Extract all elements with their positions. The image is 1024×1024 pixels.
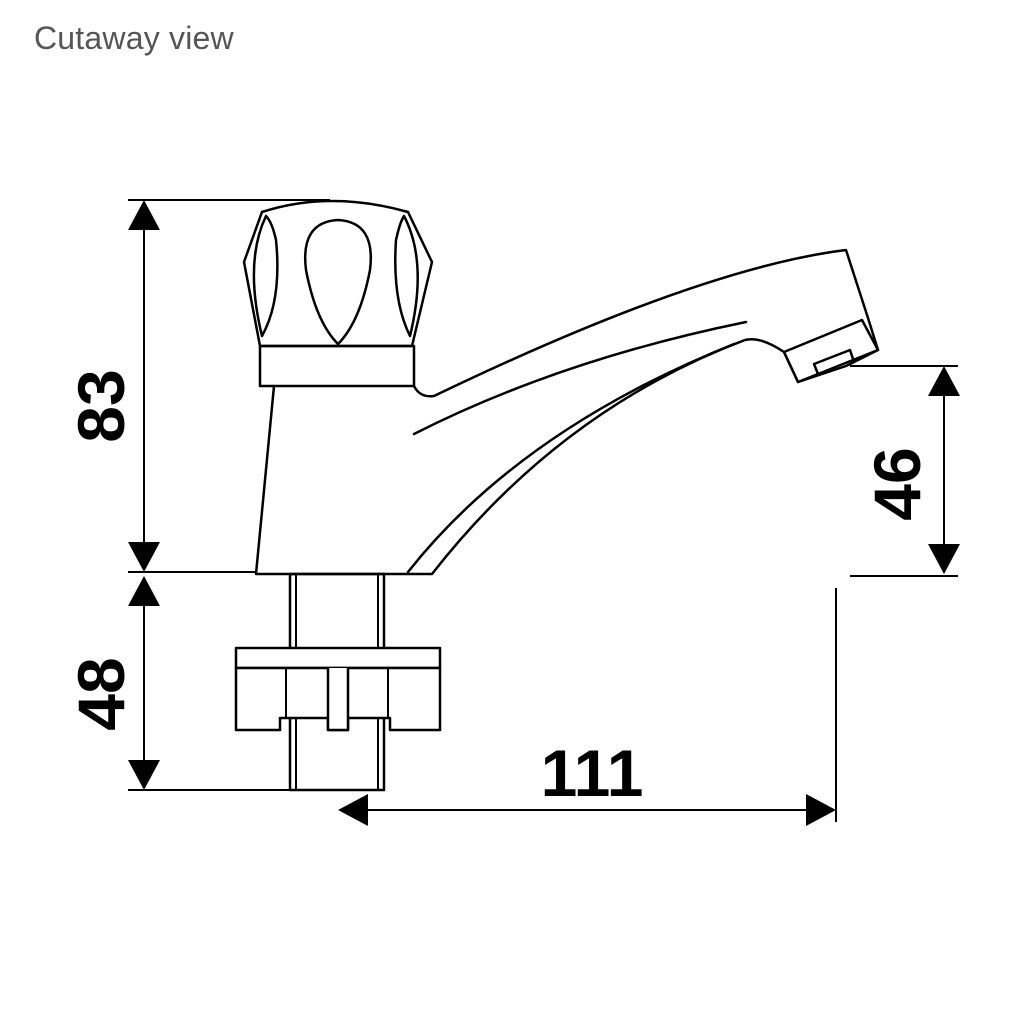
arrowhead-down: [128, 760, 160, 790]
handle-cap: [260, 199, 410, 214]
arrowhead-right: [806, 794, 836, 826]
arrowhead-up: [128, 576, 160, 606]
arrowhead-left: [338, 794, 368, 826]
aerator: [782, 318, 880, 384]
handle-facet-right: [394, 214, 419, 338]
dimension-body-height: 83: [64, 199, 330, 573]
handle-facet-center: [303, 218, 373, 346]
dimension-spout-reach: 111: [338, 588, 837, 826]
handle-collar: [258, 344, 416, 388]
faucet-outline: [234, 199, 880, 792]
arrowhead-up: [128, 200, 160, 230]
faucet-body: [254, 248, 880, 576]
dimension-shank-height: 48: [64, 576, 290, 791]
aerator-tip: [812, 348, 856, 376]
handle-facet-left: [252, 214, 279, 338]
dimension-label-shank-height: 48: [64, 657, 138, 730]
arrowhead-up: [928, 366, 960, 396]
arrowhead-down: [128, 542, 160, 572]
spout-inner-line: [412, 320, 748, 436]
dimension-label-spout-height: 46: [860, 447, 934, 520]
spout-lower-line: [406, 342, 736, 574]
arrowhead-down: [928, 544, 960, 574]
lock-nut: [234, 646, 442, 732]
dimension-label-body-height: 83: [64, 369, 138, 442]
dimension-label-spout-reach: 111: [541, 736, 644, 810]
view-title: Cutaway view: [34, 20, 234, 56]
handle-head: [242, 210, 434, 348]
dimension-spout-height: 46: [850, 365, 960, 577]
